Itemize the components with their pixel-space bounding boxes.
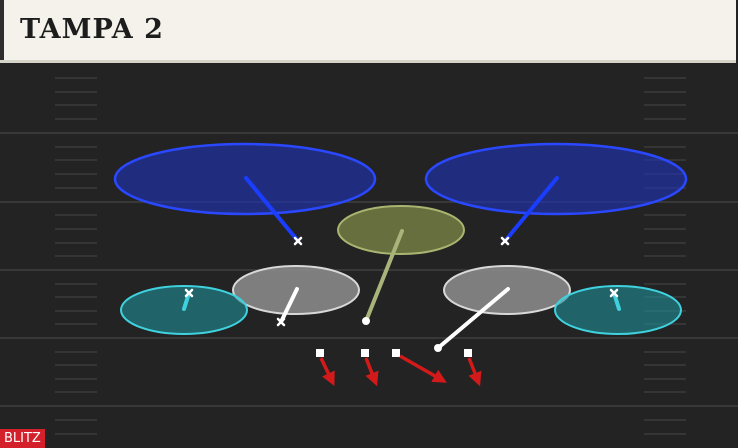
outside-linebacker-right-dot-icon [434, 344, 442, 352]
cornerback-right-drop-line [612, 291, 621, 311]
outside-linebacker-left-drop-line [279, 287, 299, 324]
safety-right-x-icon [500, 236, 510, 246]
middle-linebacker-drop-line [364, 229, 404, 323]
blitz-tag: BLITZ [0, 429, 45, 448]
safety-right-drop-line [503, 176, 559, 243]
title-bar: TAMPA 2 [0, 0, 736, 63]
rusher-4-arrow [467, 357, 482, 387]
safety-left-drop-line [244, 176, 300, 243]
middle-linebacker-dot-icon [362, 317, 370, 325]
rusher-2-arrow [364, 357, 379, 387]
field-surface [0, 63, 738, 448]
rusher-1-arrow [319, 357, 335, 387]
cornerback-right-x-icon [609, 288, 619, 298]
safety-left-x-icon [293, 236, 303, 246]
football-field [0, 63, 738, 448]
rusher-3-arrow [399, 354, 447, 383]
rusher-1-square-icon [316, 349, 324, 357]
play-title: TAMPA 2 [20, 14, 164, 45]
cornerback-left-x-icon [184, 288, 194, 298]
hash-marks-left [55, 77, 97, 435]
rusher-4-square-icon [464, 349, 472, 357]
rusher-3-square-icon [392, 349, 400, 357]
outside-linebacker-left-x-icon [276, 317, 286, 327]
rusher-2-square-icon [361, 349, 369, 357]
cornerback-left-drop-line [182, 291, 191, 311]
outside-linebacker-right-drop-line [436, 287, 510, 350]
